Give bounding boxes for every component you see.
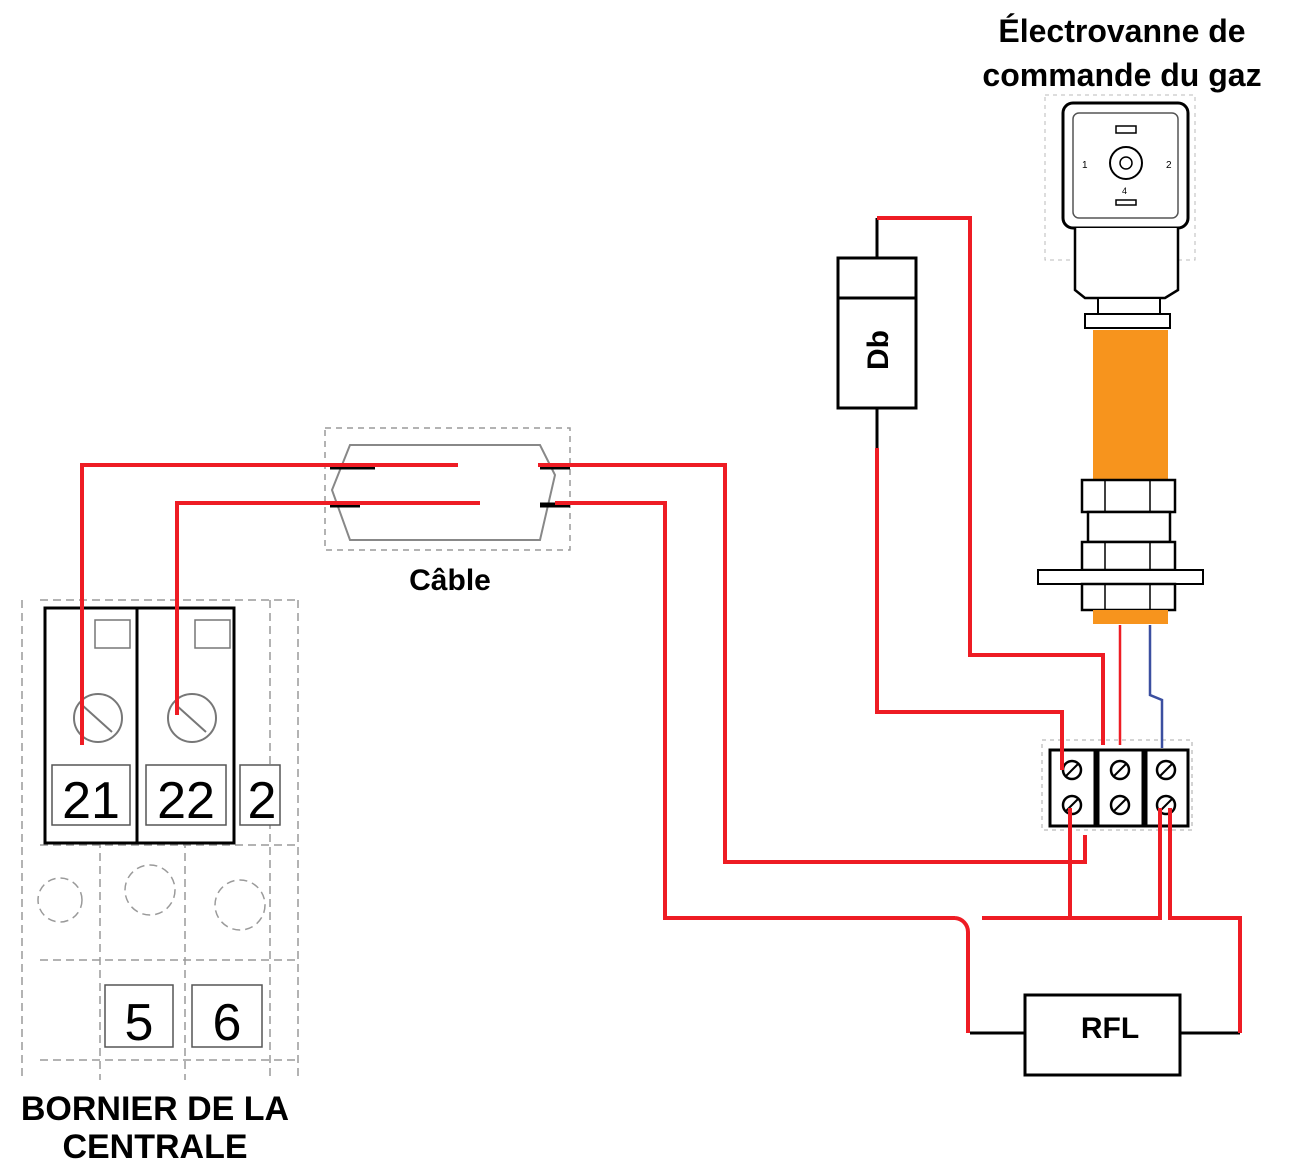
valve-title-line1: Électrovanne de (998, 13, 1245, 49)
terminal-22: 22 (135, 606, 236, 845)
terminal-21: 21 (43, 606, 139, 845)
valve-pin-1: 1 (1082, 160, 1088, 171)
diode-db: Db (836, 218, 918, 448)
valve-title-line2: commande du gaz (982, 57, 1261, 93)
cable-label: Câble (409, 564, 491, 597)
terminal-block-title-line1: BORNIER DE LA (21, 1090, 289, 1128)
wire-valve-blue (1148, 625, 1164, 748)
wire-to-resistor-right (1168, 808, 1242, 1033)
resistor-label: RFL (1081, 1012, 1139, 1045)
wire-jump (954, 916, 971, 933)
wires (80, 216, 1242, 1033)
wire-22-cable (175, 501, 480, 715)
cable (324, 427, 571, 551)
wire-diode-top (877, 216, 1105, 745)
solenoid-valve: 1 2 4 (1037, 94, 1204, 624)
resistor-rfl: RFL (970, 993, 1240, 1077)
valve-pin-2: 2 (1166, 160, 1172, 171)
terminal-6: 6 (191, 984, 263, 1052)
wire-21-cable (80, 463, 458, 745)
wire-branch-right (982, 808, 1162, 920)
wire-cable-top-strip (538, 463, 1087, 864)
terminal-5: 5 (104, 984, 174, 1052)
valve-pin-4: 4 (1122, 186, 1127, 196)
terminal-block-title-line2: CENTRALE (62, 1128, 247, 1162)
wire-cable-bottom (555, 501, 955, 920)
terminal-6-number: 6 (213, 994, 242, 1052)
terminal-22-number: 22 (157, 772, 215, 830)
terminal-21-number: 21 (62, 772, 120, 830)
terminal-partial-number: 2 (248, 772, 277, 830)
terminal-block: 21 22 2 5 6 (21, 599, 300, 1080)
wire-diode-bottom (875, 448, 1064, 770)
valve-orange-cable (1093, 330, 1168, 480)
diode-label: Db (862, 330, 895, 370)
terminal-strip (1041, 739, 1193, 831)
terminal-partial: 2 (239, 764, 281, 830)
terminal-5-number: 5 (125, 994, 154, 1052)
